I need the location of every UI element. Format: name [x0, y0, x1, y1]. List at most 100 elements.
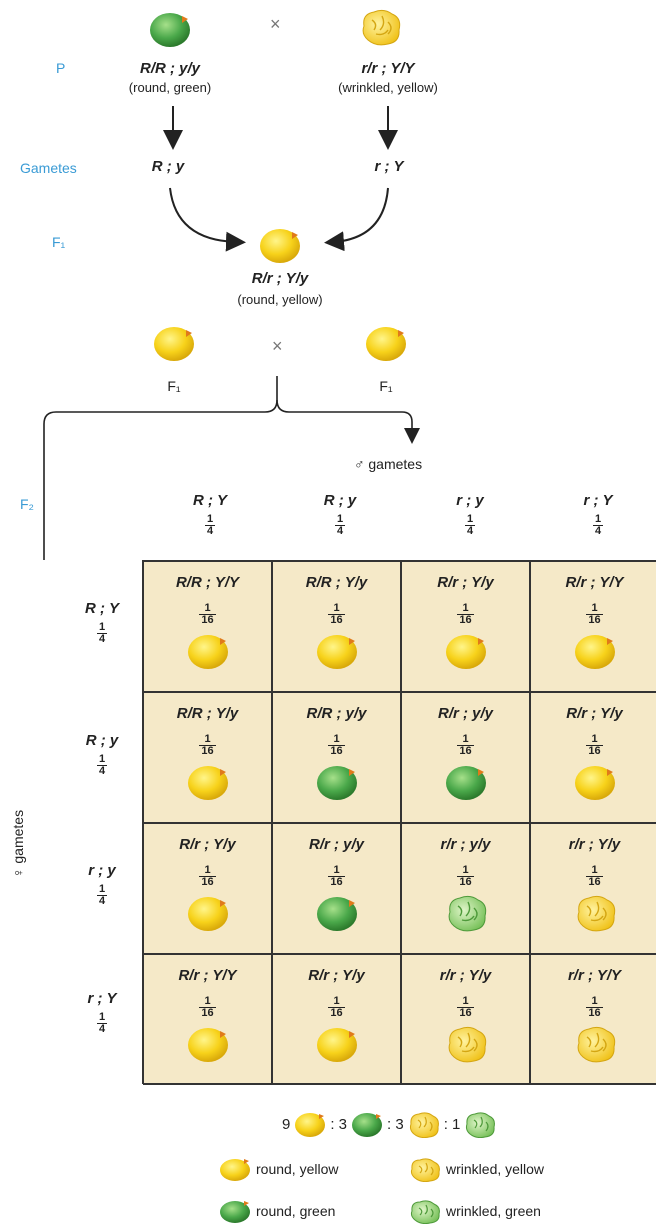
- round-green-pea-icon: [150, 13, 190, 47]
- round-green-pea-icon: [220, 1201, 250, 1223]
- round-yellow-pea-icon: [316, 635, 357, 669]
- round-yellow-pea-icon: [366, 327, 406, 361]
- p-right-genotype: r/r ; Y/Y: [361, 60, 415, 77]
- round-yellow-pea-icon: [316, 1028, 357, 1062]
- wrinkled-green-pea-icon: [448, 895, 486, 932]
- round-green-pea-icon: [316, 766, 357, 800]
- round-yellow-pea-icon: [445, 635, 486, 669]
- round-yellow-pea-icon: [187, 766, 228, 800]
- phenotype-ratio: 9 : 3 : 3 : 1: [282, 1110, 497, 1138]
- legend-wrinkled-green: wrinkled, green: [408, 1198, 541, 1224]
- cell-genotype: r/r ; Y/y: [439, 967, 492, 984]
- wrinkled-yellow-pea-icon: [409, 1112, 439, 1138]
- ratio-round-green: : 3: [330, 1115, 348, 1133]
- wrinkled-yellow-pea-icon: [577, 1026, 615, 1063]
- legend-round-green: round, green: [218, 1198, 335, 1224]
- female-symbol: ♀: [10, 867, 26, 879]
- round-green-pea-icon: [352, 1113, 383, 1137]
- cross-connector-arrows: [43, 106, 420, 560]
- f1-phenotype: (round, yellow): [237, 292, 323, 307]
- f1-cross-symbol: ×: [272, 336, 283, 356]
- female-gametes-text: gametes: [10, 809, 26, 864]
- p-generation-label: P: [56, 60, 66, 76]
- round-yellow-pea-icon: [187, 897, 228, 931]
- ratio-wrinkled-yellow: : 3: [387, 1115, 404, 1133]
- wrinkled-yellow-pea-icon: [362, 9, 401, 46]
- ratio-wrinkled-green: : 1: [443, 1115, 461, 1133]
- cell-genotype: R/r ; Y/y: [437, 574, 494, 591]
- cell-genotype: R/r ; y/y: [308, 836, 365, 853]
- p-cross-symbol: ×: [270, 14, 281, 34]
- cell-genotype: r/r ; y/y: [440, 836, 491, 853]
- cell-genotype: R/R ; Y/y: [305, 574, 368, 591]
- round-yellow-pea-icon: [574, 766, 615, 800]
- f1-genotype: R/r ; Y/y: [251, 270, 309, 287]
- round-yellow-pea-icon: [260, 229, 300, 263]
- cell-genotype: R/r ; Y/Y: [178, 967, 237, 984]
- cell-genotype: R/r ; Y/y: [179, 836, 236, 853]
- cell-genotype: R/R ; Y/y: [176, 705, 239, 722]
- cell-genotype: R/r ; y/y: [437, 705, 494, 722]
- wrinkled-yellow-pea-icon: [577, 895, 615, 932]
- p-left-phenotype: (round, green): [128, 80, 212, 95]
- f2-label: F₂: [20, 496, 34, 512]
- round-yellow-pea-icon: [574, 635, 615, 669]
- cell-genotype: r/r ; Y/Y: [567, 967, 622, 984]
- wrinkled-green-pea-icon: [466, 1112, 496, 1138]
- cell-genotype: R/R ; y/y: [306, 705, 367, 722]
- legend-wrinkled-yellow: wrinkled, yellow: [408, 1156, 544, 1182]
- cell-genotype: R/r ; Y/y: [308, 967, 365, 984]
- gamete-left: R ; y: [151, 158, 185, 175]
- p-right-phenotype: (wrinkled, yellow): [338, 80, 438, 95]
- round-yellow-pea-icon: [220, 1159, 250, 1181]
- wrinkled-yellow-pea-icon: [410, 1158, 440, 1182]
- legend-round-yellow: round, yellow: [218, 1156, 339, 1182]
- gamete-right: r ; Y: [374, 158, 404, 175]
- round-green-pea-icon: [445, 766, 486, 800]
- female-gametes-label: ♀ gametes: [6, 760, 46, 880]
- round-yellow-pea-icon: [154, 327, 194, 361]
- f1-right-label: F₁: [379, 378, 393, 394]
- male-gametes-label: ♂ gametes: [354, 456, 423, 472]
- wrinkled-green-pea-icon: [410, 1200, 440, 1224]
- wrinkled-yellow-pea-icon: [448, 1026, 486, 1063]
- cell-genotype: r/r ; Y/y: [568, 836, 621, 853]
- cell-genotype: R/r ; Y/y: [566, 705, 623, 722]
- cell-genotype: R/r ; Y/Y: [565, 574, 624, 591]
